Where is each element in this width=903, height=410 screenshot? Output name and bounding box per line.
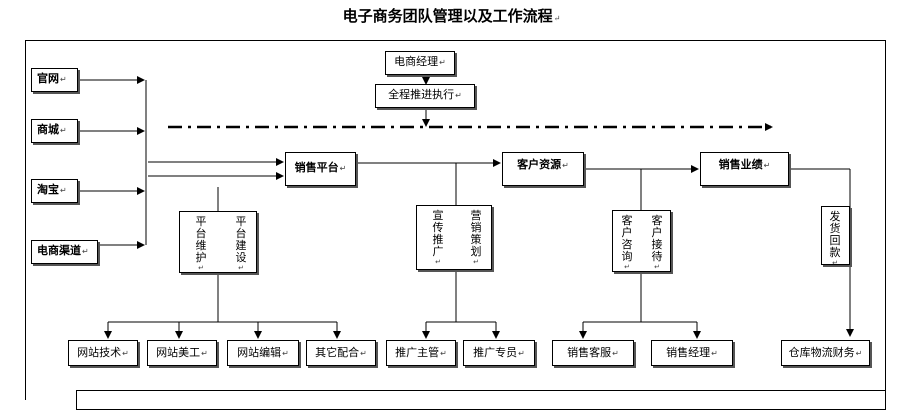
platform-tasks-box: 平台维护↵ 平台建设↵ xyxy=(179,211,257,273)
channel-ecommerce: 电商渠道↵ xyxy=(31,240,98,264)
customer-tasks-box: 客户咨询↵ 客户接待↵ xyxy=(612,210,671,272)
bottom-notes-panel xyxy=(76,390,886,410)
role-web-edit: 网站编辑↵ xyxy=(227,340,299,366)
sales-performance-box: 销售业绩↵ xyxy=(700,152,789,186)
role-warehouse-finance: 仓库物流财务↵ xyxy=(781,340,870,366)
role-promo-specialist: 推广专员↵ xyxy=(463,340,535,366)
payment-collection-label: 发货回款↵ xyxy=(829,210,841,268)
role-sales-service: 销售客服↵ xyxy=(552,340,634,366)
channel-mall: 商城↵ xyxy=(31,119,78,143)
role-web-art: 网站美工↵ xyxy=(147,340,217,366)
platform-building-label: 平台建设↵ xyxy=(235,215,247,273)
customer-reception-label: 客户接待↵ xyxy=(651,214,663,272)
connector-lines xyxy=(78,75,854,339)
promotion-tasks-box: 宣传推广↵ 营销策划↵ xyxy=(416,205,492,270)
role-other-coop: 其它配合↵ xyxy=(306,340,376,366)
execution-box: 全程推进执行↵ xyxy=(375,84,475,108)
customer-consulting-label: 客户咨询↵ xyxy=(621,214,633,272)
diagram-frame xyxy=(25,40,886,400)
channel-official-site: 官网↵ xyxy=(31,68,78,92)
role-web-tech: 网站技术↵ xyxy=(68,340,138,366)
channel-taobao: 淘宝↵ xyxy=(31,179,78,203)
sales-platform-box: 销售平台↵ xyxy=(285,152,356,186)
customer-resources-box: 客户资源↵ xyxy=(502,152,584,186)
payment-collection-box: 发货回款↵ xyxy=(821,206,850,268)
publicity-promotion-label: 宣传推广↵ xyxy=(432,209,444,267)
marketing-planning-label: 营销策划↵ xyxy=(470,209,482,267)
page-title: 电子商务团队管理以及工作流程↵ xyxy=(342,7,561,25)
platform-maintenance-label: 平台维护↵ xyxy=(195,215,207,273)
role-sales-manager: 销售经理↵ xyxy=(651,340,733,366)
role-promo-manager: 推广主管↵ xyxy=(386,340,456,366)
manager-box: 电商经理↵ xyxy=(385,51,455,75)
